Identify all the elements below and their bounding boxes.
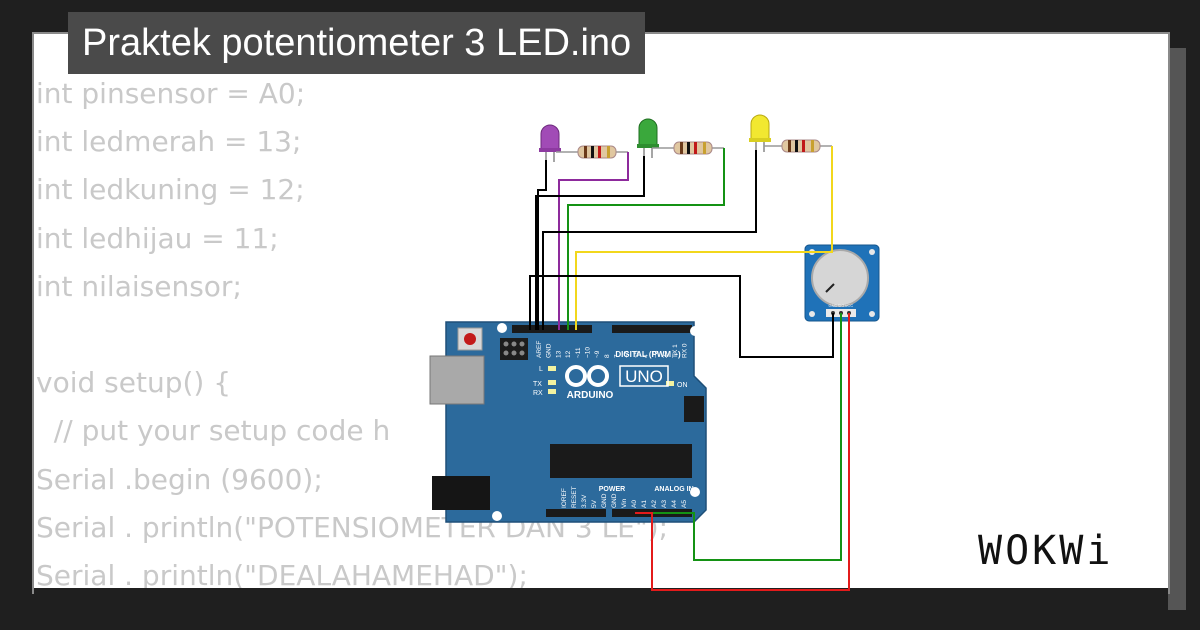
- top-pin-label-7: 8: [604, 354, 611, 358]
- top-pin-label-0: AREF: [536, 341, 543, 358]
- project-title: Praktek potentiometer 3 LED.ino: [68, 12, 646, 74]
- pot-pin-label-2: VCC: [845, 303, 854, 308]
- resistor-1[interactable]: [556, 145, 628, 159]
- power-label: POWER: [599, 486, 625, 493]
- code-line: int ledhijau = 11;: [36, 221, 279, 255]
- code-line: // put your setup code h: [36, 414, 391, 448]
- top-pin-label-3: 12: [565, 350, 572, 358]
- top-pin-label-13: 2: [662, 354, 669, 358]
- top-pin-label-14: TX 1: [672, 344, 679, 358]
- pot-pin-label-0: GND: [829, 303, 838, 308]
- code-line: Serial . println("DEALAHAMEHAD");: [36, 558, 528, 592]
- wire-green-pot-sig: [646, 313, 842, 561]
- arduino-infinity-logo: [565, 365, 609, 387]
- top-pin-label-12: ~3: [652, 350, 659, 358]
- code-line: void setup() {: [36, 366, 232, 400]
- bottom-pin-label-4: GND: [601, 493, 608, 508]
- top-pin-label-11: 4: [643, 354, 650, 358]
- bottom-pin-label-2: 3.3V: [581, 494, 588, 508]
- led-yellow[interactable]: [749, 114, 771, 152]
- bottom-pin-label-11: A4: [671, 500, 678, 508]
- bottom-pin-label-10: A3: [661, 500, 668, 508]
- code-line: int ledkuning = 12;: [36, 173, 305, 207]
- bottom-pin-label-5: GND: [611, 493, 618, 508]
- resistor-2[interactable]: [652, 141, 724, 155]
- wire-black-pot-gnd: [529, 275, 834, 358]
- board-brand: ARDUINO: [567, 390, 614, 401]
- wire-black-yellow-led: [542, 150, 757, 330]
- wokwi-logo: WOKWi: [978, 528, 1114, 574]
- bottom-pin-label-8: A1: [641, 500, 648, 508]
- top-pin-label-15: RX 0: [682, 343, 689, 358]
- pot-pin-label-1: SIG: [838, 303, 845, 308]
- code-line: Serial . println("POTENSIOMETER DAN 3 LE…: [36, 510, 669, 544]
- bottom-pin-label-7: A0: [631, 500, 638, 508]
- wire-red-pot-vcc: [635, 313, 850, 591]
- code-line: int nilaisensor;: [36, 269, 242, 303]
- analog-label: ANALOG IN: [654, 486, 693, 493]
- top-pin-label-2: 13: [555, 350, 562, 358]
- bottom-pin-label-9: A2: [651, 500, 658, 508]
- bottom-pin-label-3: 5V: [591, 499, 598, 508]
- wire-purple: [558, 152, 629, 330]
- code-mask: [34, 588, 1168, 630]
- top-pin-label-8: 7: [614, 354, 621, 358]
- code-line: Serial .begin (9600);: [36, 462, 323, 496]
- resistor-3[interactable]: [764, 139, 832, 153]
- top-pin-label-4: ~11: [575, 347, 582, 358]
- led-purple[interactable]: [539, 124, 561, 162]
- top-pin-label-10: ~5: [633, 350, 640, 358]
- l-label: L: [539, 366, 543, 373]
- board-model: UNO: [625, 367, 663, 386]
- bottom-pin-label-12: A5: [681, 500, 688, 508]
- digital-label: DIGITAL (PWM ~): [615, 350, 681, 359]
- wire-black-green-led: [535, 156, 645, 330]
- bottom-pin-label-6: Vin: [621, 498, 628, 508]
- code-line: int pinsensor = A0;: [36, 77, 306, 110]
- on-label: ON: [677, 382, 688, 389]
- top-pin-label-1: GND: [546, 343, 553, 358]
- tx-label: TX: [533, 381, 542, 388]
- code-line: int ledmerah = 13;: [36, 125, 302, 159]
- wire-yellow: [575, 146, 833, 330]
- top-pin-label-5: ~10: [585, 347, 592, 358]
- led-green[interactable]: [637, 118, 659, 158]
- bottom-pin-label-0: IOREF: [561, 488, 568, 508]
- rx-label: RX: [533, 390, 543, 397]
- wire-green: [567, 148, 725, 330]
- wire-black-purple-led: [537, 160, 547, 330]
- arduino-uno-board[interactable]: UNO ARDUINO DIGITAL (PWM ~) POWER ANALOG…: [429, 321, 707, 523]
- bottom-pin-label-1: RESET: [571, 486, 578, 508]
- top-pin-label-9: ~6: [623, 350, 630, 358]
- code-preview: int pinsensor = A0; int ledmerah = 13; int…: [36, 70, 668, 600]
- top-pin-label-6: ~9: [594, 350, 601, 358]
